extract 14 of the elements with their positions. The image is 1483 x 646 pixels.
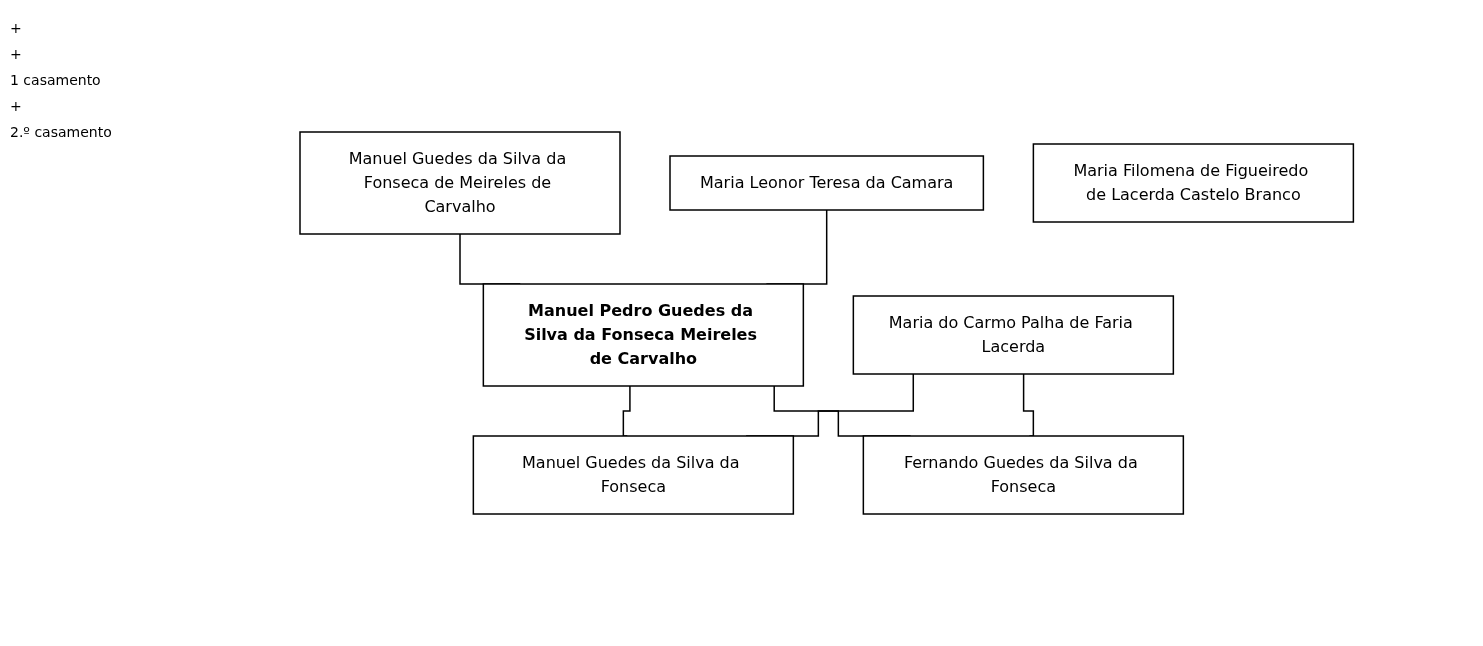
node-box: Maria Leonor Teresa da Camara bbox=[669, 155, 984, 211]
connector bbox=[1022, 373, 1034, 437]
marriage-note: 1 casamento bbox=[10, 72, 102, 88]
node-box: Manuel Pedro Guedes da Silva da Fonseca Meireles de Carvalho bbox=[482, 283, 804, 387]
node-box: Maria do Carmo Palha de Faria Lacerda bbox=[852, 295, 1174, 375]
node-box: Maria Filomena de Figueiredo de Lacerda Castelo Branco bbox=[1032, 143, 1354, 223]
marriage-note: 2.º casamento bbox=[10, 124, 113, 140]
node-box: Manuel Guedes da Silva da Fonseca bbox=[472, 435, 794, 515]
plus-sign: + bbox=[10, 20, 23, 36]
node-box: Manuel Guedes da Silva da Fonseca de Meireles de Carvalho bbox=[299, 131, 621, 235]
plus-sign: + bbox=[10, 46, 23, 62]
node-box: Fernando Guedes da Silva da Fonseca bbox=[862, 435, 1184, 515]
connector bbox=[622, 385, 631, 437]
plus-sign: + bbox=[10, 98, 23, 114]
